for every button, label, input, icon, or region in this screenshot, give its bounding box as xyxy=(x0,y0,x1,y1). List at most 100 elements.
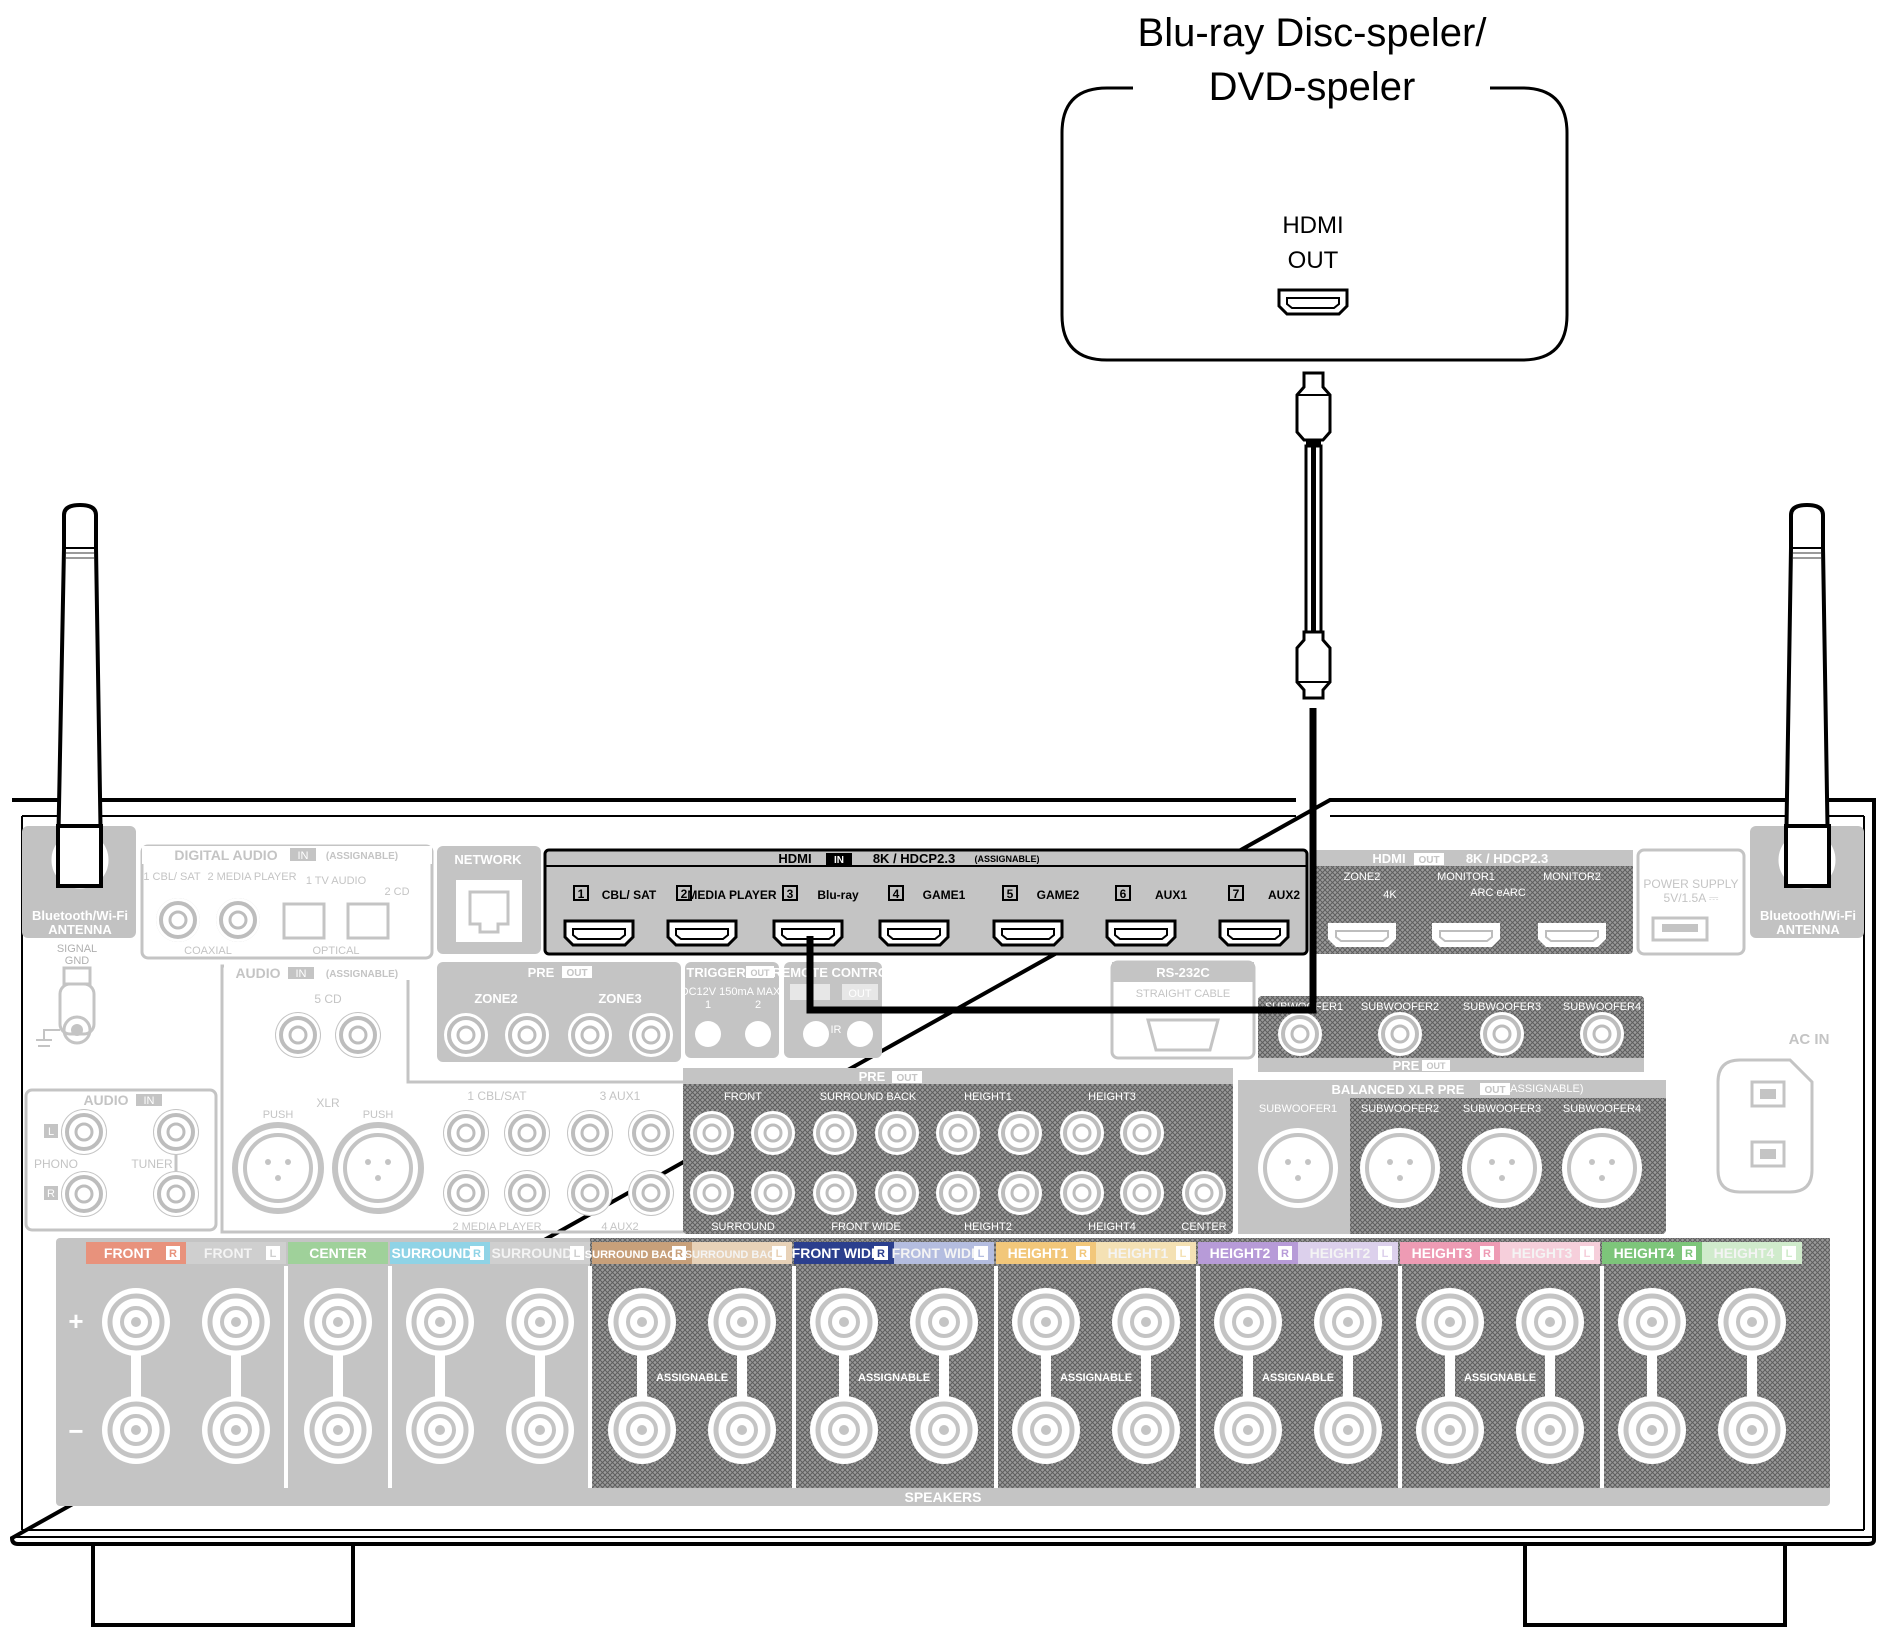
pre-out-jack-top-4[interactable] xyxy=(873,1109,921,1157)
rs232c-port[interactable] xyxy=(1146,1018,1220,1052)
xlr-out-2[interactable] xyxy=(1358,1126,1442,1210)
sub-pre-jack-3[interactable] xyxy=(1478,1010,1526,1058)
speaker-post-plus-14[interactable] xyxy=(1416,1288,1484,1356)
speaker-post-plus-16[interactable] xyxy=(1618,1288,1686,1356)
speaker-post-minus-10[interactable] xyxy=(1012,1396,1080,1464)
sub-pre-jack-1[interactable] xyxy=(1276,1010,1324,1058)
pre-out-jack-top-8[interactable] xyxy=(1118,1109,1166,1157)
media-jack-r[interactable] xyxy=(442,1169,490,1217)
sub-pre-jack-2[interactable] xyxy=(1376,1010,1424,1058)
trigger-jack-1[interactable] xyxy=(695,1021,721,1047)
speaker-post-minus-7[interactable] xyxy=(708,1396,776,1464)
speaker-post-plus-3[interactable] xyxy=(304,1288,372,1356)
speaker-post-plus-10[interactable] xyxy=(1012,1288,1080,1356)
coaxial-jack-1[interactable] xyxy=(154,896,202,944)
cbl-jack-r[interactable] xyxy=(442,1109,490,1157)
usb-port[interactable] xyxy=(1651,916,1709,942)
pre-out-jack-top-5[interactable] xyxy=(934,1109,982,1157)
zone3-jack-l[interactable] xyxy=(627,1011,675,1059)
optical-jack-2[interactable] xyxy=(346,902,390,940)
hdmi-in-port-2[interactable] xyxy=(666,919,738,947)
pre-out-jack-bottom-2[interactable] xyxy=(749,1169,797,1217)
xlr-in-2[interactable] xyxy=(332,1122,424,1214)
speaker-post-plus-13[interactable] xyxy=(1314,1288,1382,1356)
media-jack-l[interactable] xyxy=(503,1169,551,1217)
speaker-post-plus-4[interactable] xyxy=(406,1288,474,1356)
coaxial-jack-2[interactable] xyxy=(214,896,262,944)
remote-in-jack[interactable] xyxy=(803,1021,829,1047)
pre-out-jack-bottom-5[interactable] xyxy=(934,1169,982,1217)
hdmi-in-port-6[interactable] xyxy=(1105,919,1177,947)
xlr-out-3[interactable] xyxy=(1460,1126,1544,1210)
source-hdmi-out-port[interactable] xyxy=(1277,288,1349,316)
pre-out-jack-bottom-4[interactable] xyxy=(873,1169,921,1217)
xlr-out-4[interactable] xyxy=(1560,1126,1644,1210)
speaker-post-plus-9[interactable] xyxy=(910,1288,978,1356)
zone2-jack-r[interactable] xyxy=(442,1011,490,1059)
hdmi-in-port-7[interactable] xyxy=(1218,919,1290,947)
speaker-post-minus-17[interactable] xyxy=(1718,1396,1786,1464)
cd-jack-r[interactable] xyxy=(274,1011,322,1059)
tuner-jack-2[interactable] xyxy=(152,1170,200,1218)
pre-out-jack-top-2[interactable] xyxy=(749,1109,797,1157)
xlr-out-1[interactable] xyxy=(1256,1126,1340,1210)
cd-jack-l[interactable] xyxy=(334,1011,382,1059)
speaker-post-minus-16[interactable] xyxy=(1618,1396,1686,1464)
speaker-post-plus-8[interactable] xyxy=(810,1288,878,1356)
ac-in-socket[interactable] xyxy=(1716,1058,1814,1194)
speaker-post-minus-3[interactable] xyxy=(304,1396,372,1464)
phono-jack-l[interactable] xyxy=(60,1108,108,1156)
speaker-post-plus-7[interactable] xyxy=(708,1288,776,1356)
trigger-jack-2[interactable] xyxy=(745,1021,771,1047)
hdmi-in-port-1[interactable] xyxy=(563,919,635,947)
pre-out-jack-bottom-3[interactable] xyxy=(811,1169,859,1217)
cbl-jack-l[interactable] xyxy=(503,1109,551,1157)
network-jack[interactable] xyxy=(468,890,510,934)
speaker-post-plus-6[interactable] xyxy=(608,1288,676,1356)
hdmi-out-port-monitor2[interactable] xyxy=(1537,922,1607,948)
pre-out-jack-bottom-7[interactable] xyxy=(1058,1169,1106,1217)
pre-out-jack-top-1[interactable] xyxy=(688,1109,736,1157)
speaker-post-minus-13[interactable] xyxy=(1314,1396,1382,1464)
tuner-jack-1[interactable] xyxy=(152,1108,200,1156)
zone3-jack-r[interactable] xyxy=(566,1011,614,1059)
pre-out-jack-bottom-1[interactable] xyxy=(688,1169,736,1217)
speaker-post-minus-12[interactable] xyxy=(1214,1396,1282,1464)
speaker-post-minus-2[interactable] xyxy=(202,1396,270,1464)
optical-jack-1[interactable] xyxy=(282,902,326,940)
pre-out-jack-bottom-8[interactable] xyxy=(1118,1169,1166,1217)
remote-out-jack[interactable] xyxy=(847,1021,873,1047)
aux2-jack-r[interactable] xyxy=(566,1169,614,1217)
speaker-post-plus-5[interactable] xyxy=(506,1288,574,1356)
pre-out-jack-top-6[interactable] xyxy=(996,1109,1044,1157)
speaker-post-minus-1[interactable] xyxy=(102,1396,170,1464)
pre-out-jack-top-7[interactable] xyxy=(1058,1109,1106,1157)
speaker-post-minus-4[interactable] xyxy=(406,1396,474,1464)
pre-out-jack-bottom-6[interactable] xyxy=(996,1169,1044,1217)
xlr-in-1[interactable] xyxy=(232,1122,324,1214)
speaker-post-minus-9[interactable] xyxy=(910,1396,978,1464)
speaker-post-plus-11[interactable] xyxy=(1112,1288,1180,1356)
aux2-jack-l[interactable] xyxy=(627,1169,675,1217)
pre-out-jack-center[interactable] xyxy=(1180,1169,1228,1217)
sub-pre-jack-4[interactable] xyxy=(1578,1010,1626,1058)
speaker-post-minus-5[interactable] xyxy=(506,1396,574,1464)
zone2-jack-l[interactable] xyxy=(503,1011,551,1059)
pre-out-jack-top-3[interactable] xyxy=(811,1109,859,1157)
phono-jack-r[interactable] xyxy=(60,1170,108,1218)
hdmi-out-port-zone2[interactable] xyxy=(1327,922,1397,948)
speaker-post-plus-17[interactable] xyxy=(1718,1288,1786,1356)
hdmi-in-port-5[interactable] xyxy=(992,919,1064,947)
speaker-post-minus-14[interactable] xyxy=(1416,1396,1484,1464)
aux1-jack-r[interactable] xyxy=(566,1109,614,1157)
aux1-jack-l[interactable] xyxy=(627,1109,675,1157)
speaker-post-minus-11[interactable] xyxy=(1112,1396,1180,1464)
hdmi-in-port-4[interactable] xyxy=(878,919,950,947)
speaker-post-minus-15[interactable] xyxy=(1516,1396,1584,1464)
speaker-post-plus-15[interactable] xyxy=(1516,1288,1584,1356)
speaker-post-minus-8[interactable] xyxy=(810,1396,878,1464)
speaker-post-minus-6[interactable] xyxy=(608,1396,676,1464)
speaker-post-plus-2[interactable] xyxy=(202,1288,270,1356)
speaker-post-plus-12[interactable] xyxy=(1214,1288,1282,1356)
hdmi-out-port-monitor1[interactable] xyxy=(1431,922,1501,948)
